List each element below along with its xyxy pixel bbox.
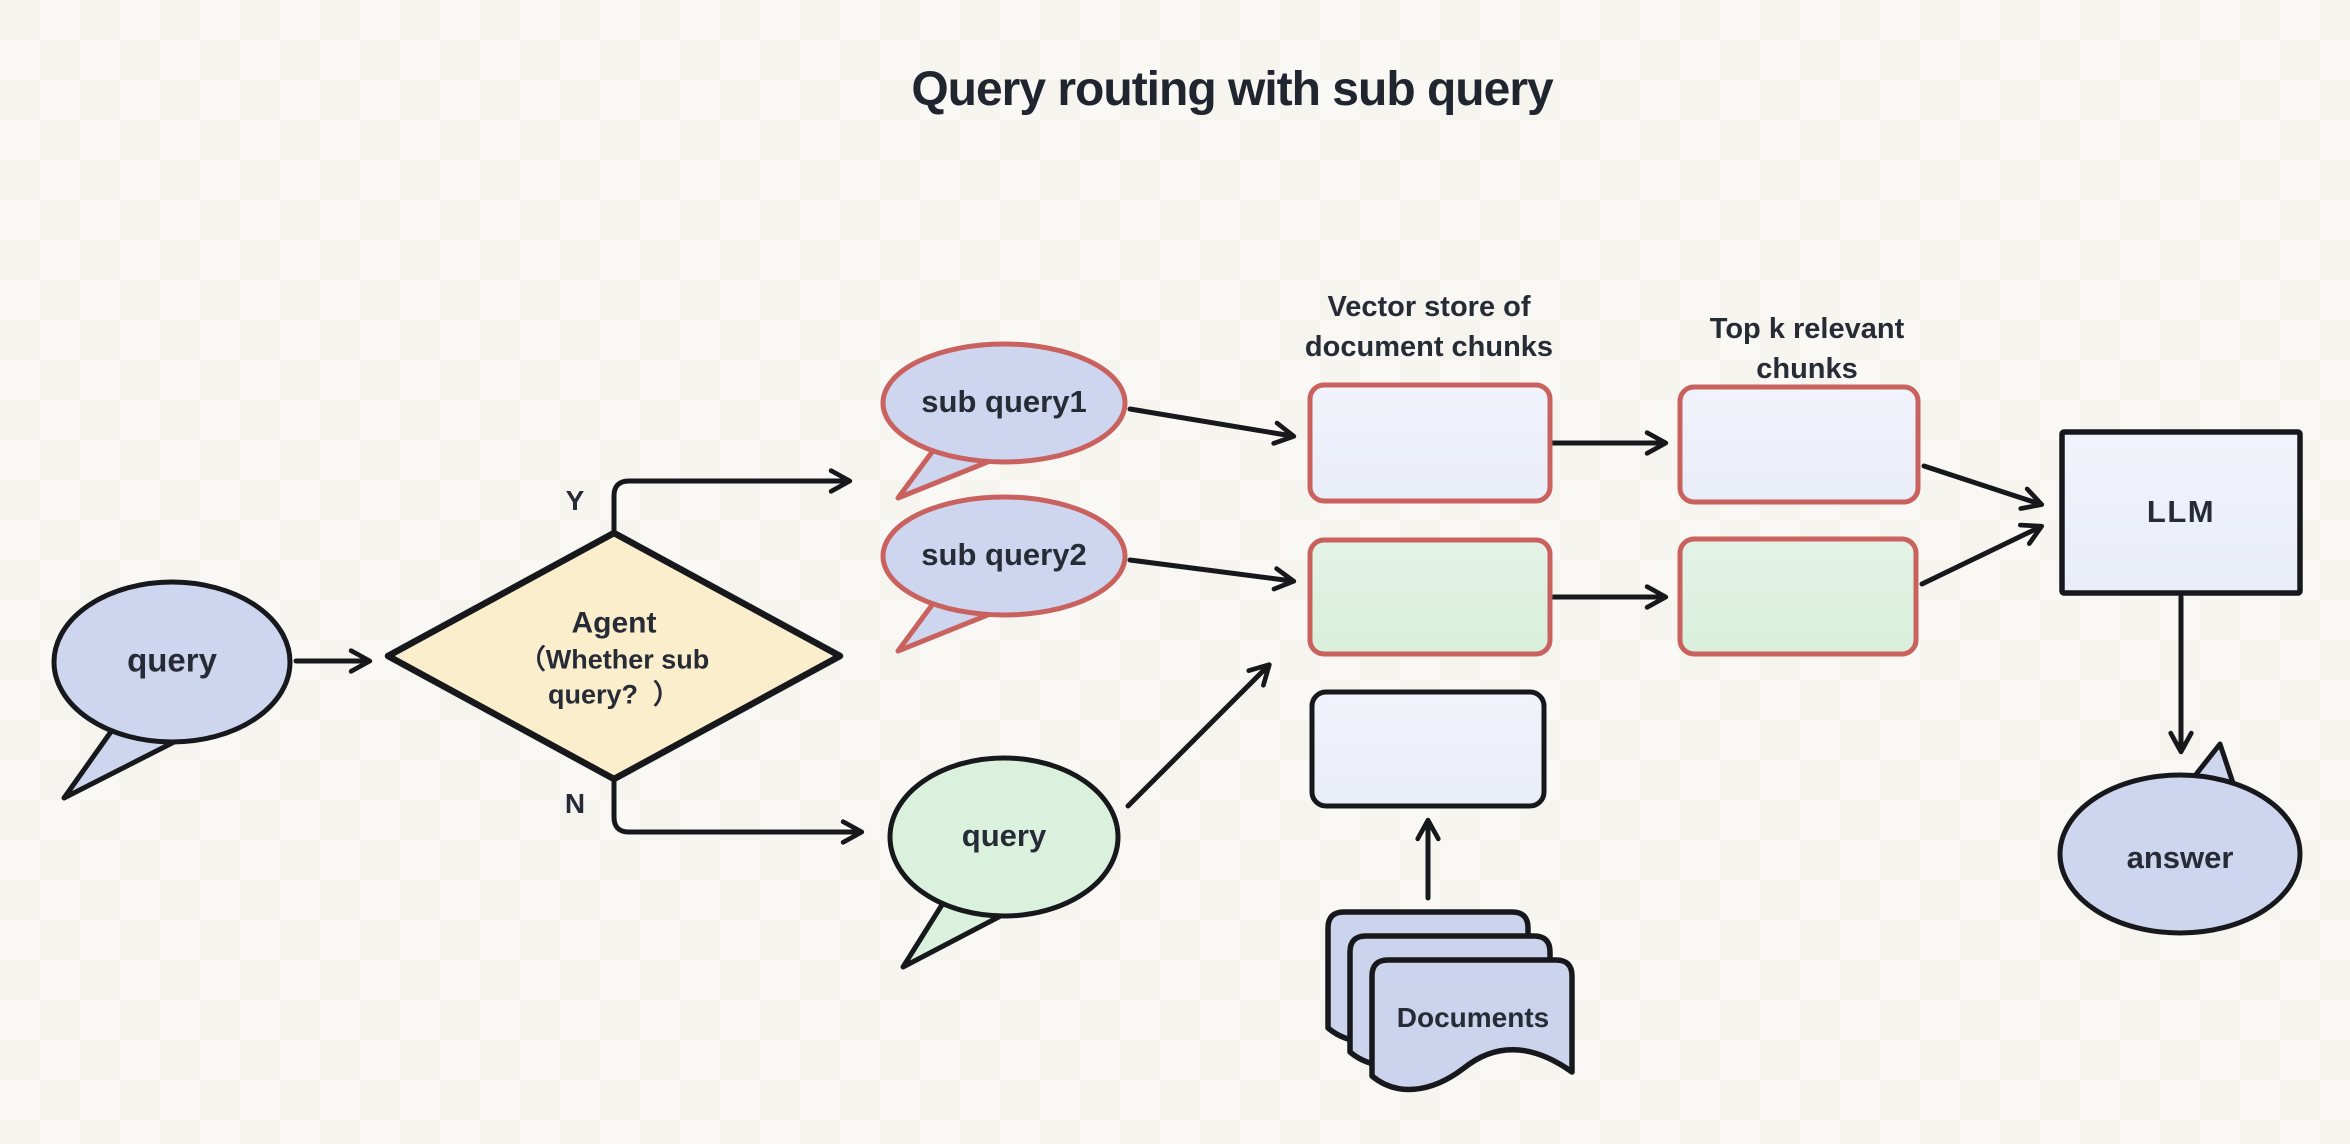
vector-store-heading-line2: document chunks (1304, 331, 1554, 363)
agent-label: Agent (571, 606, 657, 640)
answer-bubble (2057, 741, 2303, 936)
top-k-box-2 (1677, 536, 1919, 657)
vector-store-box-2 (1307, 537, 1553, 657)
query-direct-label: query (961, 817, 1047, 853)
edge-topk2-to-llm (1919, 522, 2045, 587)
edge-subquery1-to-vstore1 (1127, 406, 1297, 446)
branch-no-label: N (564, 787, 586, 819)
llm-box (2059, 429, 2303, 596)
agent-label-block: Agent （Whether sub query? ） (519, 603, 710, 712)
document-shape-front (1369, 957, 1575, 1093)
agent-sublabel-line2: query? ） (547, 679, 681, 710)
vector-store-box-3 (1309, 689, 1547, 809)
agent-decision-diamond (384, 529, 844, 783)
llm-label: LLM (2146, 493, 2216, 529)
sub-query2-bubble (880, 494, 1128, 654)
diagram-title: Query routing with sub query (911, 62, 1553, 116)
branch-yes-label: Y (565, 484, 585, 516)
query-direct-bubble (887, 755, 1121, 970)
agent-sublabel-line1: （Whether sub (518, 644, 710, 675)
edge-agent-no (611, 776, 865, 845)
answer-label: answer (2126, 839, 2234, 875)
top-k-heading-line2: chunks (1756, 353, 1858, 385)
edge-subquery2-to-vstore2 (1127, 557, 1297, 592)
edge-topk1-to-llm (1921, 463, 2045, 511)
edge-query-to-vstore (1125, 662, 1272, 809)
top-k-heading-line1: Top k relevant (1709, 312, 1905, 345)
query-input-bubble (51, 579, 293, 801)
query-input-label: query (127, 641, 217, 679)
sub-query1-bubble (880, 341, 1128, 501)
documents-stack (1325, 909, 1575, 1093)
documents-label: Documents (1396, 1001, 1550, 1033)
vector-store-heading-line1: Vector store of (1327, 290, 1531, 323)
top-k-heading: Top k relevant chunks (1710, 309, 1904, 389)
top-k-box-1 (1677, 384, 1921, 505)
vector-store-heading: Vector store of document chunks (1305, 287, 1553, 367)
sub-query1-label: sub query1 (921, 383, 1087, 419)
vector-store-box-1 (1307, 382, 1553, 504)
edge-agent-yes (611, 468, 853, 534)
sub-query2-label: sub query2 (921, 536, 1087, 572)
